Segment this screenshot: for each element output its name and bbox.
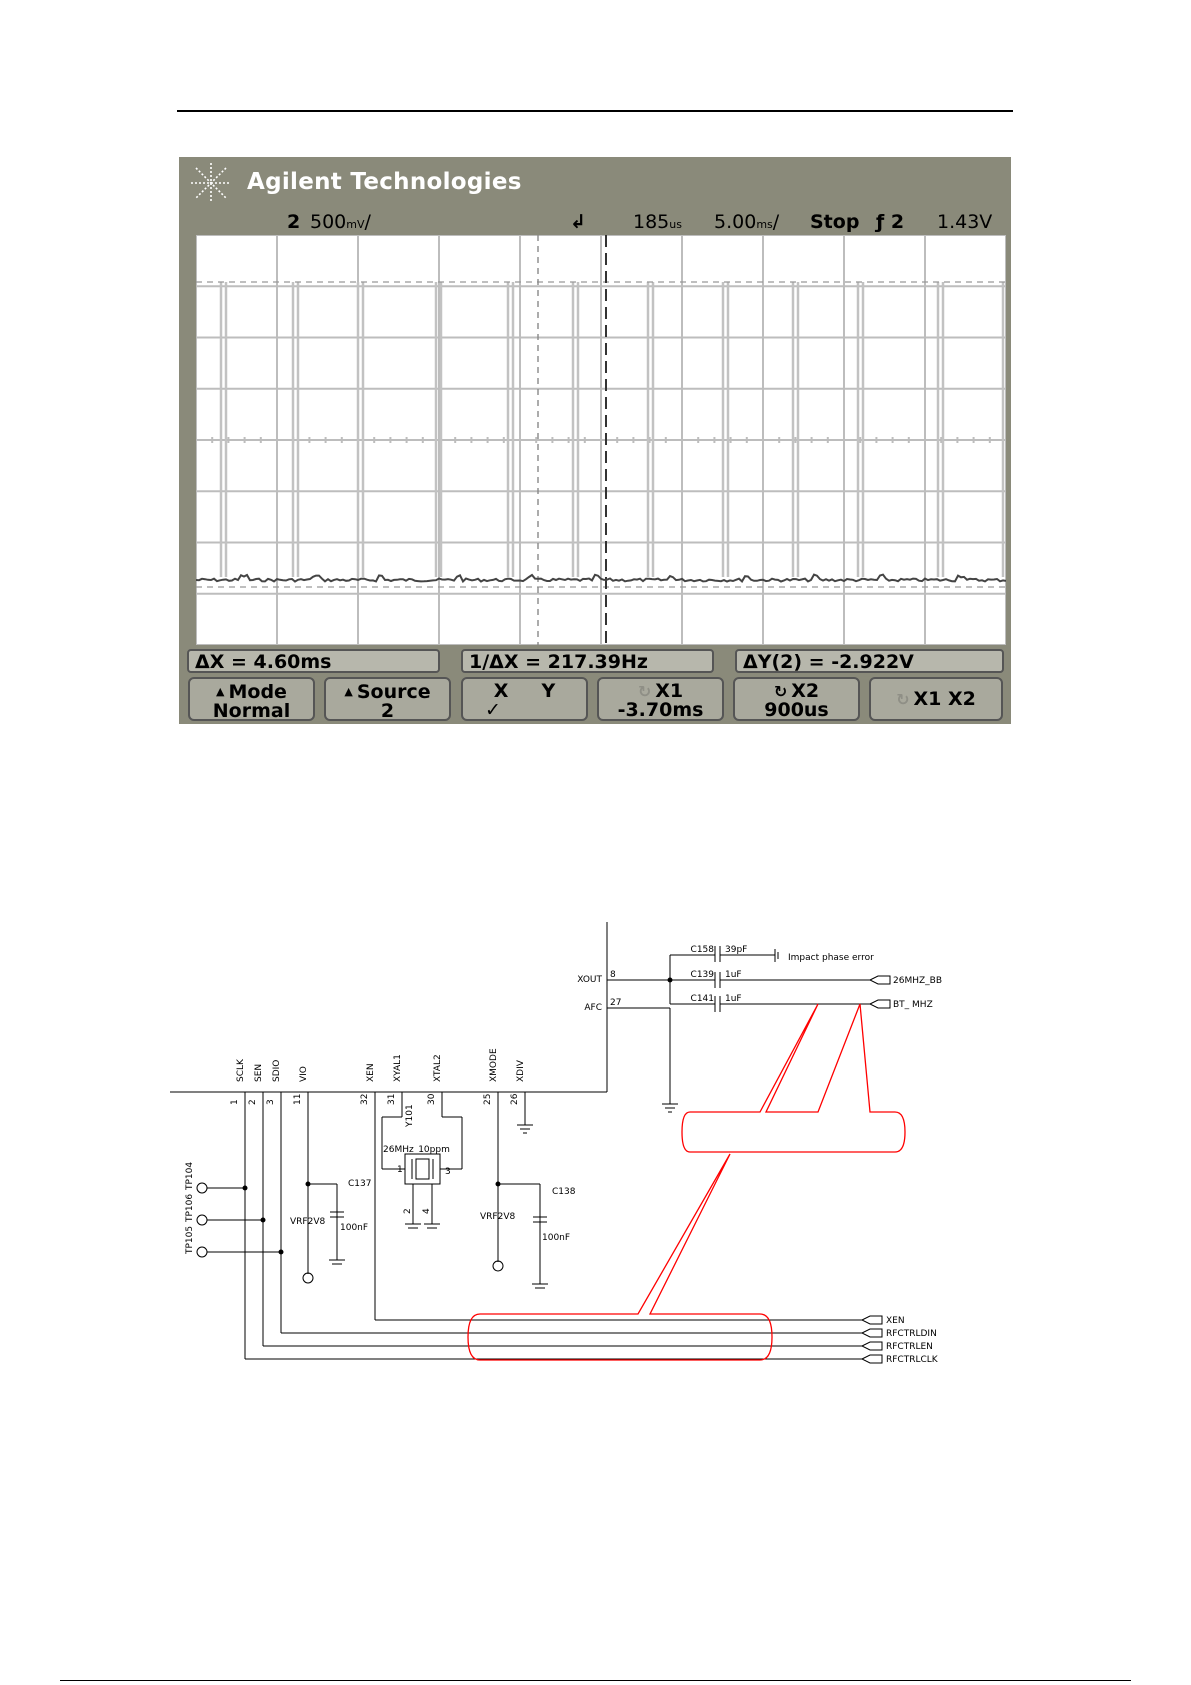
testpoint-label: TP104 [185,1162,195,1191]
cap-ref: C158 [691,945,715,955]
mode-softkey[interactable]: ▲Mode Normal [188,677,315,721]
cap-value: 1uF [725,994,742,1004]
cap-value: 39pF [725,945,747,955]
pin-number: 31 [387,1094,397,1105]
testpoint-label: TP106 [185,1194,195,1223]
xy-softkey[interactable]: X Y ✓ [461,677,588,721]
pin-number: 8 [610,970,616,980]
pin-number: 1 [230,1099,240,1105]
waveform-plot: T 2 [179,234,1007,646]
phase-error-note: Impact phase error [788,953,874,963]
trigger-position-icon: ↲ [570,211,586,233]
pin-name: XMODE [489,1048,499,1082]
pin-name: SEN [254,1064,264,1082]
time-per-div: 5.00ms/ [714,211,780,233]
pin-name: XEN [366,1063,376,1082]
pin-number: 26 [510,1093,520,1105]
pin-number: 25 [483,1094,493,1105]
net-label: RFCTRLCLK [886,1355,939,1365]
channel-number: 2 [287,211,301,233]
arrow-up-icon: ▲ [344,685,353,698]
agilent-spark-icon [191,163,231,203]
pin-name: XYAL1 [393,1054,403,1082]
delta-x-readout: ΔX = 4.60ms [187,649,440,673]
callout-bubble-top [681,1003,906,1153]
run-state: Stop [810,211,860,233]
pin-name: SDIO [272,1060,282,1082]
net-label: RFCTRLDIN [886,1329,937,1339]
x1x2-softkey[interactable]: ↻X1 X2 [869,677,1003,721]
check-icon: ✓ [485,699,501,721]
crystal-pin: 2 [403,1208,413,1214]
cap-ref: C139 [691,970,715,980]
trigger-slope-icon: ƒ 2 [876,211,905,233]
volts-per-div: 500mV/ [310,211,371,233]
x1-softkey[interactable]: ↻X1 -3.70ms [597,677,724,721]
crystal-ref: Y101 [405,1104,415,1128]
brand-name: Agilent Technologies [247,169,522,195]
net-label: RFCTRLEN [886,1342,933,1352]
crystal-pin: 1 [397,1165,403,1175]
cap-value: 1uF [725,970,742,980]
source-softkey[interactable]: ▲Source 2 [324,677,451,721]
delta-y-readout: ΔY(2) = -2.922V [735,649,1004,673]
rotate-knob-icon: ↻ [637,682,652,701]
pin-number: 11 [293,1094,303,1105]
scope-display: T 2 [179,234,1007,795]
pin-name: AFC [584,1003,602,1013]
pin-number: 2 [248,1099,258,1105]
cap-value: 100nF [542,1233,570,1243]
net-label: BT_ MHZ [893,1000,933,1010]
arrow-up-icon: ▲ [216,685,225,698]
crystal-pin: 3 [445,1167,451,1177]
rotate-knob-icon: ↻ [896,690,910,709]
cap-ref: C138 [552,1187,576,1197]
crystal-circuit-schematic: SCLK1SEN2SDIO3VIO11XEN32XYAL131XTAL230XM… [170,922,942,1365]
pin-number: 30 [427,1093,437,1105]
x2-softkey[interactable]: ↻X2 900us [733,677,860,721]
red-callouts [467,1003,906,1361]
testpoint-label: TP105 [185,1226,195,1255]
pin-name: XTAL2 [433,1054,443,1082]
footer-rule [60,1680,1131,1681]
crystal-pin: 4 [422,1208,432,1214]
cap-ref: C141 [691,994,714,1004]
pin-number: 32 [360,1094,370,1105]
inv-delta-x-readout: 1/ΔX = 217.39Hz [461,649,714,673]
callout-bubble-bottom [467,1153,773,1361]
pin-number: 3 [266,1099,276,1105]
pin-number: 27 [610,998,621,1008]
crystal-value: 26MHz_10ppm [383,1145,450,1155]
rotate-knob-icon: ↻ [773,682,788,701]
channel-2-trace [195,573,1007,584]
pin-name: SCLK [236,1058,246,1082]
pin-name: XDIV [516,1059,526,1082]
supply-label: VRF2V8 [480,1212,515,1222]
delay-value: 185us [633,211,682,233]
trigger-level: 1.43V [937,211,993,233]
oscilloscope-screenshot: Agilent Technologies 2 500mV/ ↲ 185us 5.… [179,157,1011,724]
pin-name: VIO [299,1066,309,1082]
cap-ref: C137 [348,1179,371,1189]
cap-value: 100nF [340,1223,368,1233]
pin-name: XOUT [577,975,602,985]
net-label: 26MHZ_BB [893,976,942,986]
net-label: XEN [886,1316,905,1326]
header-rule [177,110,1013,112]
supply-label: VRF2V8 [290,1217,325,1227]
